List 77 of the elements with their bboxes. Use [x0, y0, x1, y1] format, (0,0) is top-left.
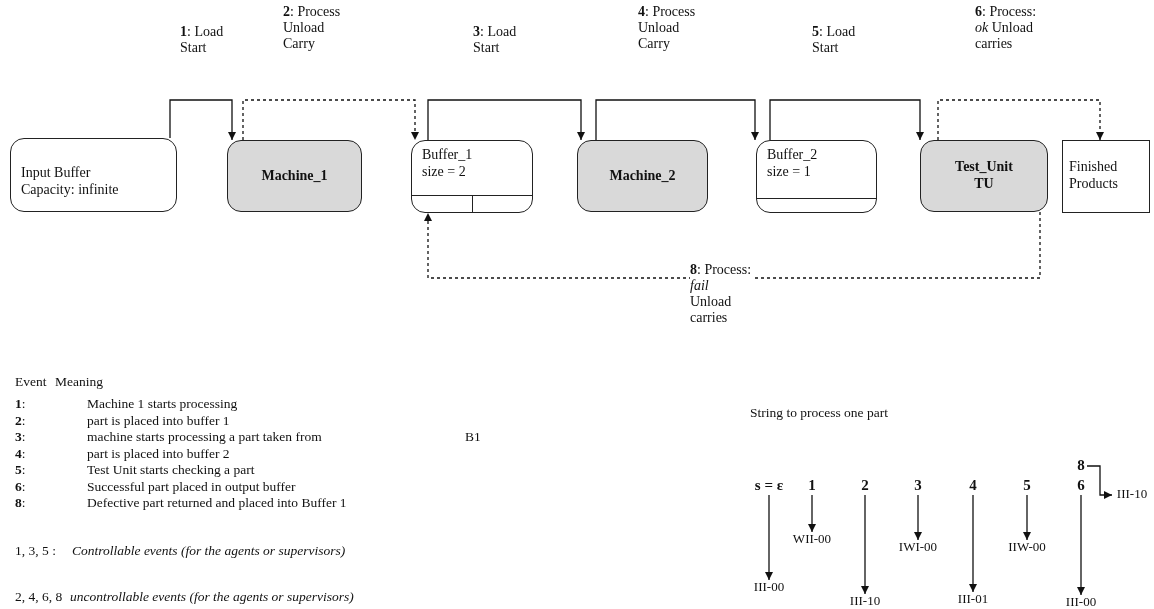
- node-title: Buffer_2: [767, 147, 818, 164]
- machine-box: [227, 140, 362, 212]
- node-title: Input Buffer: [21, 165, 91, 182]
- arrow: [769, 99, 924, 141]
- table-text: machine starts processing a part taken from: [87, 429, 322, 446]
- table-text: Defective part returned and placed into Buffer 1: [87, 495, 347, 512]
- output-box: [1062, 140, 1150, 213]
- arrow: [595, 99, 759, 141]
- table-text: 1:: [15, 396, 26, 413]
- empty-string-symbol: s = ε: [748, 477, 790, 494]
- edge-label: 2: Process Unload Carry: [283, 4, 342, 53]
- table-text: 3:: [15, 429, 26, 446]
- table-text: Controllable events (for the agents or supervisors): [72, 543, 346, 560]
- state-code: III-10: [843, 594, 887, 609]
- node-detail: TU: [974, 176, 994, 193]
- node-detail: Capacity: infinite: [21, 181, 119, 199]
- node-title: Buffer_1: [422, 147, 473, 164]
- state-code: WII-00: [790, 532, 834, 547]
- arrow: [1023, 494, 1031, 541]
- table-text: part is placed into buffer 2: [87, 445, 230, 462]
- event-symbol: 1: [806, 477, 818, 494]
- table-text: 1, 3, 5 :: [15, 543, 56, 560]
- edge-label: 5: Load Start: [812, 24, 857, 57]
- event-symbol: 6: [1075, 477, 1087, 494]
- section-heading: String to process one part: [750, 405, 888, 422]
- arrow: [861, 494, 869, 595]
- table-text: 5:: [15, 462, 26, 479]
- machine-box: [577, 140, 708, 212]
- edge-label: 6: Process: ok Unload carries: [975, 4, 1037, 53]
- event-symbol: 5: [1021, 477, 1033, 494]
- node-detail: size = 1: [767, 163, 811, 181]
- test-unit-box: [920, 140, 1048, 212]
- edge-label: 3: Load Start: [473, 24, 518, 57]
- table-text: Machine 1 starts processing: [87, 396, 238, 413]
- table-text: Test Unit starts checking a part: [87, 462, 255, 479]
- event-symbol: 8: [1075, 457, 1087, 474]
- arrow: [765, 494, 773, 581]
- state-code: IIW-00: [1005, 540, 1049, 555]
- table-text: 8:: [15, 495, 26, 512]
- node-title: Machine_1: [261, 167, 328, 185]
- table-text: uncontrollable events (for the agents or supervisors): [70, 589, 354, 606]
- arrow: [969, 494, 977, 593]
- arrow: [427, 99, 585, 141]
- edge-label: 4: Process Unload Carry: [638, 4, 697, 53]
- event-symbol: 3: [912, 477, 924, 494]
- buffer-box: [756, 140, 877, 213]
- column-header: Event: [15, 374, 47, 391]
- arrow: [808, 494, 816, 533]
- state-code: III-00: [747, 580, 791, 595]
- table-text: 2:: [15, 412, 26, 429]
- input-buffer-box: [10, 138, 177, 212]
- state-code: III-10: [1112, 487, 1152, 502]
- state-code: III-00: [1059, 595, 1103, 609]
- table-text: part is placed into buffer 1: [87, 412, 230, 429]
- dashed-arrow: [242, 99, 419, 141]
- node-title: Machine_2: [609, 167, 676, 185]
- node-title: Test_Unit: [955, 159, 1013, 176]
- edge-label: 1: Load Start: [180, 24, 225, 57]
- arrow: [169, 99, 236, 141]
- table-text: 2, 4, 6, 8: [15, 589, 63, 606]
- table-text: 6:: [15, 478, 26, 495]
- node-detail: size = 2: [422, 163, 466, 181]
- table-text: Successful part placed in output buffer: [87, 478, 296, 495]
- arrow: [1086, 465, 1113, 499]
- column-header: Meaning: [55, 374, 103, 391]
- node-title: Finished Products: [1069, 159, 1119, 193]
- state-code: III-01: [951, 592, 995, 607]
- dashed-arrow: [424, 211, 1041, 279]
- arrow: [914, 494, 922, 541]
- event-symbol: 4: [967, 477, 979, 494]
- dashed-arrow: [937, 99, 1104, 141]
- table-text: B1: [465, 429, 481, 446]
- arrow: [1077, 494, 1085, 596]
- state-code: IWI-00: [896, 540, 940, 555]
- table-text: 4:: [15, 445, 26, 462]
- event-symbol: 2: [859, 477, 871, 494]
- buffer-box: [411, 140, 533, 213]
